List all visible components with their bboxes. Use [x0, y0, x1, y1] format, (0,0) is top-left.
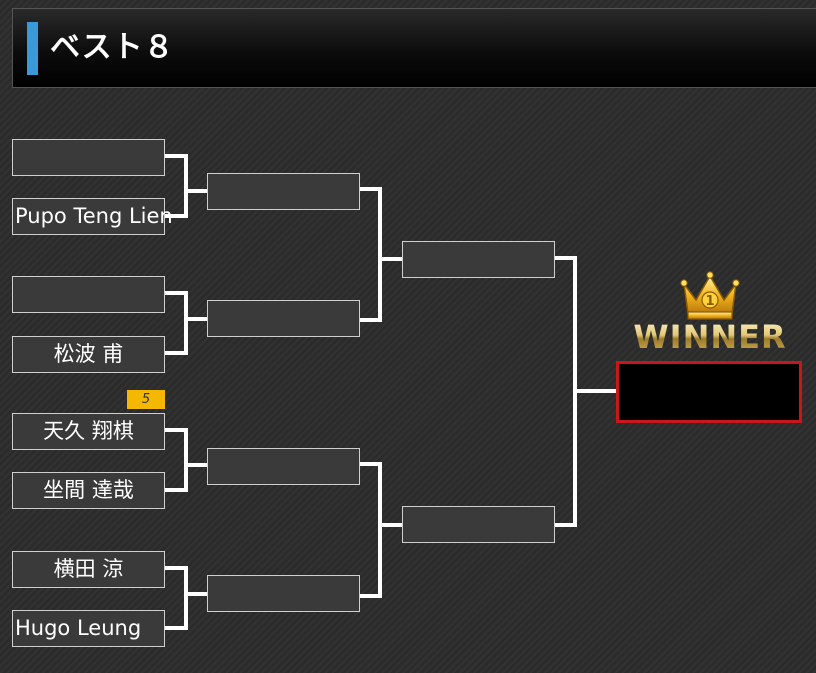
bracket-slot-r1-2[interactable]: Pupo Teng Lien [12, 198, 173, 235]
bracket-line [360, 594, 382, 598]
bracket-line [378, 257, 402, 261]
bracket-line [165, 428, 188, 432]
winner-slot[interactable] [616, 361, 802, 423]
bracket-line [184, 428, 188, 492]
bracket-line [555, 523, 577, 527]
bracket-slot-r2-4[interactable] [207, 575, 360, 612]
bracket-slot-r1-6[interactable]: 坐間 達哉 [12, 472, 165, 509]
crown-label: 1 [705, 294, 714, 309]
bracket-line [573, 389, 617, 393]
bracket-slot-r2-3[interactable] [207, 448, 360, 485]
bracket-line [360, 462, 382, 466]
bracket-line [184, 189, 208, 193]
bracket-slot-r1-8[interactable]: Hugo Leung [12, 610, 165, 647]
bracket-line [378, 187, 382, 322]
bracket-slot-r1-1[interactable] [12, 139, 165, 176]
bracket-slot-r3-1[interactable] [402, 241, 555, 278]
bracket-line [184, 317, 208, 321]
bracket-line [184, 463, 208, 467]
bracket-line [165, 214, 188, 218]
bracket-line [360, 187, 382, 191]
bracket-line [184, 592, 208, 596]
crown-icon: 1 [680, 271, 740, 320]
bracket-line [165, 626, 188, 630]
winner-title: WINNER [610, 318, 810, 356]
bracket-slot-r1-3[interactable] [12, 276, 165, 313]
bracket-line [165, 154, 188, 158]
bracket-line [184, 291, 188, 355]
bracket-line [360, 318, 382, 322]
bracket-line [165, 291, 188, 295]
bracket-line [165, 351, 188, 355]
bracket-slot-r2-1[interactable] [207, 173, 360, 210]
bracket-line [378, 523, 402, 527]
bracket-line [165, 566, 188, 570]
bracket-slot-r1-4[interactable]: 松波 甫 [12, 336, 165, 373]
bracket-line [184, 154, 188, 218]
bracket-slot-r3-2[interactable] [402, 506, 555, 543]
bracket-slot-r1-5[interactable]: 天久 翔棋 [12, 413, 165, 450]
bracket-slot-r1-7[interactable]: 横田 涼 [12, 551, 165, 588]
bracket-line [165, 488, 188, 492]
page-title: ベスト８ [50, 30, 175, 65]
header-accent-bar [27, 22, 38, 75]
seed-badge: 5 [127, 390, 165, 409]
bracket-slot-r2-2[interactable] [207, 300, 360, 337]
section-header: ベスト８ [12, 8, 816, 88]
bracket-line [378, 462, 382, 598]
bracket-line [184, 566, 188, 630]
bracket-line [555, 256, 577, 260]
